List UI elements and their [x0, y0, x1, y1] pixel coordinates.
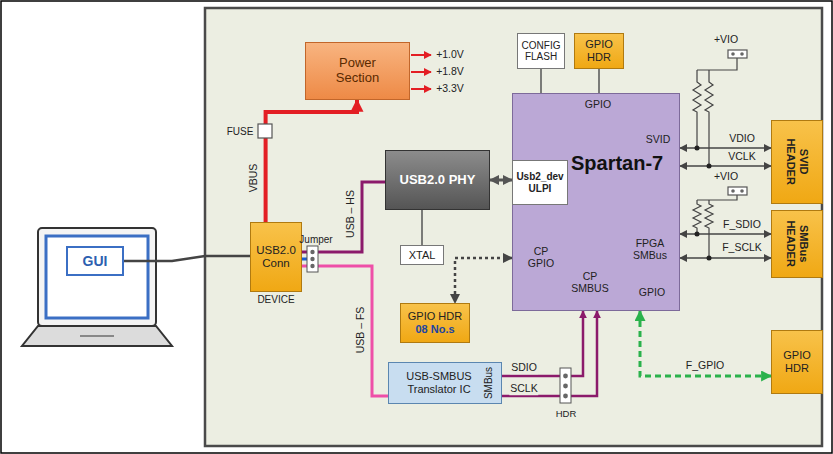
gpio-header: GPIO HDR [574, 33, 624, 69]
pin-name: CP GPIO [520, 246, 562, 269]
gpio-header: GPIO HDR [771, 330, 823, 394]
pin-name: FPGA SMBus [624, 238, 676, 261]
signal-name: USB – FS [355, 306, 367, 355]
node-text: GPIO HDR [578, 38, 620, 63]
ulpi-bus [490, 179, 512, 182]
rail-arrows [411, 55, 431, 89]
node-text: USB-SMBUS Translator IC [393, 370, 485, 395]
supply-label: +VIO [714, 171, 738, 183]
node-text: Power Section [323, 56, 393, 86]
node-text: SMBus HEADER [784, 216, 809, 272]
node-text: 08 No.s [415, 323, 454, 336]
node-text: SMBus [483, 367, 495, 399]
sclk-wire [502, 311, 597, 396]
power-section: Power Section [305, 42, 410, 100]
supply-label: +VIO [714, 34, 738, 46]
laptop-illustration [22, 228, 172, 346]
node-text: SVID HEADER [784, 132, 809, 192]
signal-name: VBUS [248, 163, 260, 194]
signal-name: F_SDIO [722, 219, 762, 231]
gui-box: GUI [66, 246, 124, 276]
sdio-wire [502, 311, 583, 376]
gpio-header: GPIO HDR08 No.s [400, 303, 470, 343]
f-gpio-bus [640, 311, 771, 376]
signal-name: F_GPIO [685, 360, 726, 372]
signal-name: VCLK [727, 151, 756, 163]
signal-name: F_SCLK [721, 242, 763, 254]
translator-ic: USB-SMBUS Translator ICSMBus [388, 362, 502, 404]
node-text: DEVICE [257, 294, 294, 306]
signal-name: SDIO [510, 362, 538, 374]
board [205, 8, 822, 446]
rail-voltage: +1.8V [436, 66, 464, 78]
node-text: USB2.0 Conn [254, 244, 298, 270]
hdr-jumper-symbol [560, 368, 571, 403]
signal-name: USB – HS [345, 189, 357, 239]
usb-connector: USB2.0 ConnDEVICE [250, 222, 302, 292]
jumper-label: Jumper [299, 234, 332, 245]
ulpi-port: Usb2_dev ULPI [512, 160, 568, 205]
node-text: GUI [83, 253, 108, 269]
node-text: GPIO HDR [408, 310, 462, 323]
node-text: Usb2_dev ULPI [516, 171, 564, 194]
rail-voltage: +1.0V [436, 49, 464, 61]
jumper-symbol [307, 246, 318, 272]
f-sclk-wire [680, 257, 771, 259]
config-flash: CONFIG FLASH [517, 33, 565, 69]
pin-name: CP SMBUS [564, 271, 616, 294]
usb-fs-wire [302, 266, 388, 396]
node-text: XTAL [409, 249, 436, 262]
f-sdio-wire [680, 233, 771, 235]
svid-header: SVID HEADER [771, 120, 823, 204]
fuse-symbol [258, 124, 272, 138]
header-label: HDR [556, 409, 577, 419]
flash-wire [540, 69, 542, 93]
fuse-label: FUSE [227, 126, 254, 137]
node-text: Spartan-7 [571, 152, 663, 175]
usb-cable [124, 256, 250, 261]
pin-name: GPIO [585, 99, 611, 111]
pin-name: GPIO [639, 287, 665, 299]
vbus-wire [266, 100, 357, 222]
signal-name: SCLK [509, 383, 538, 395]
node-text: GPIO HDR [777, 349, 817, 374]
vclk-wire [680, 165, 771, 167]
smbus-header: SMBus HEADER [771, 210, 823, 278]
node-text: CONFIG FLASH [521, 40, 561, 63]
signal-name: VDIO [728, 133, 756, 145]
crystal: XTAL [400, 245, 444, 265]
rail-voltage: +3.3V [436, 83, 464, 95]
pin-name: SVID [646, 134, 671, 146]
usb-phy: USB2.0 PHY [385, 150, 490, 210]
vdio-wire [680, 147, 771, 149]
cp-gpio-bus [455, 258, 512, 303]
node-text: USB2.0 PHY [400, 173, 476, 188]
clock-wire [421, 210, 423, 245]
gpio-wire [598, 69, 600, 93]
